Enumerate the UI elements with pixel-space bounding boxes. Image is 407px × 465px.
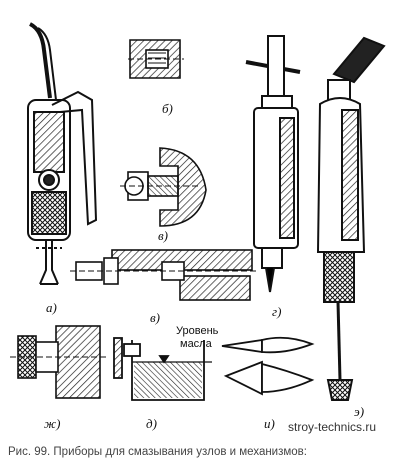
pipe-coupling-v [70, 249, 258, 301]
label-e: э) [354, 404, 364, 419]
oil-bath-d [113, 337, 212, 401]
label-a: а) [46, 300, 57, 315]
screw-lubricator-g [245, 35, 301, 293]
ball-fitting-v [120, 147, 207, 227]
label-zh: ж) [44, 416, 60, 431]
label-g: г) [272, 304, 281, 319]
watermark: stroy-technics.ru [288, 420, 377, 434]
fitting-section-b [128, 39, 184, 79]
oil-level-line2: масла [180, 338, 213, 350]
label-i: и) [264, 416, 275, 431]
label-v2: в) [150, 310, 160, 325]
figure-caption: Рис. 99. Приборы для смазывания узлов и … [8, 446, 307, 458]
label-d: д) [146, 416, 157, 431]
oil-level-line1: Уровень [176, 325, 219, 337]
nipple-housing-zh [10, 325, 108, 399]
label-b: б) [162, 101, 173, 116]
syringe-e [316, 36, 386, 401]
grease-gun-a [27, 22, 98, 285]
label-v1: в) [158, 228, 168, 243]
tips-i [221, 336, 315, 396]
